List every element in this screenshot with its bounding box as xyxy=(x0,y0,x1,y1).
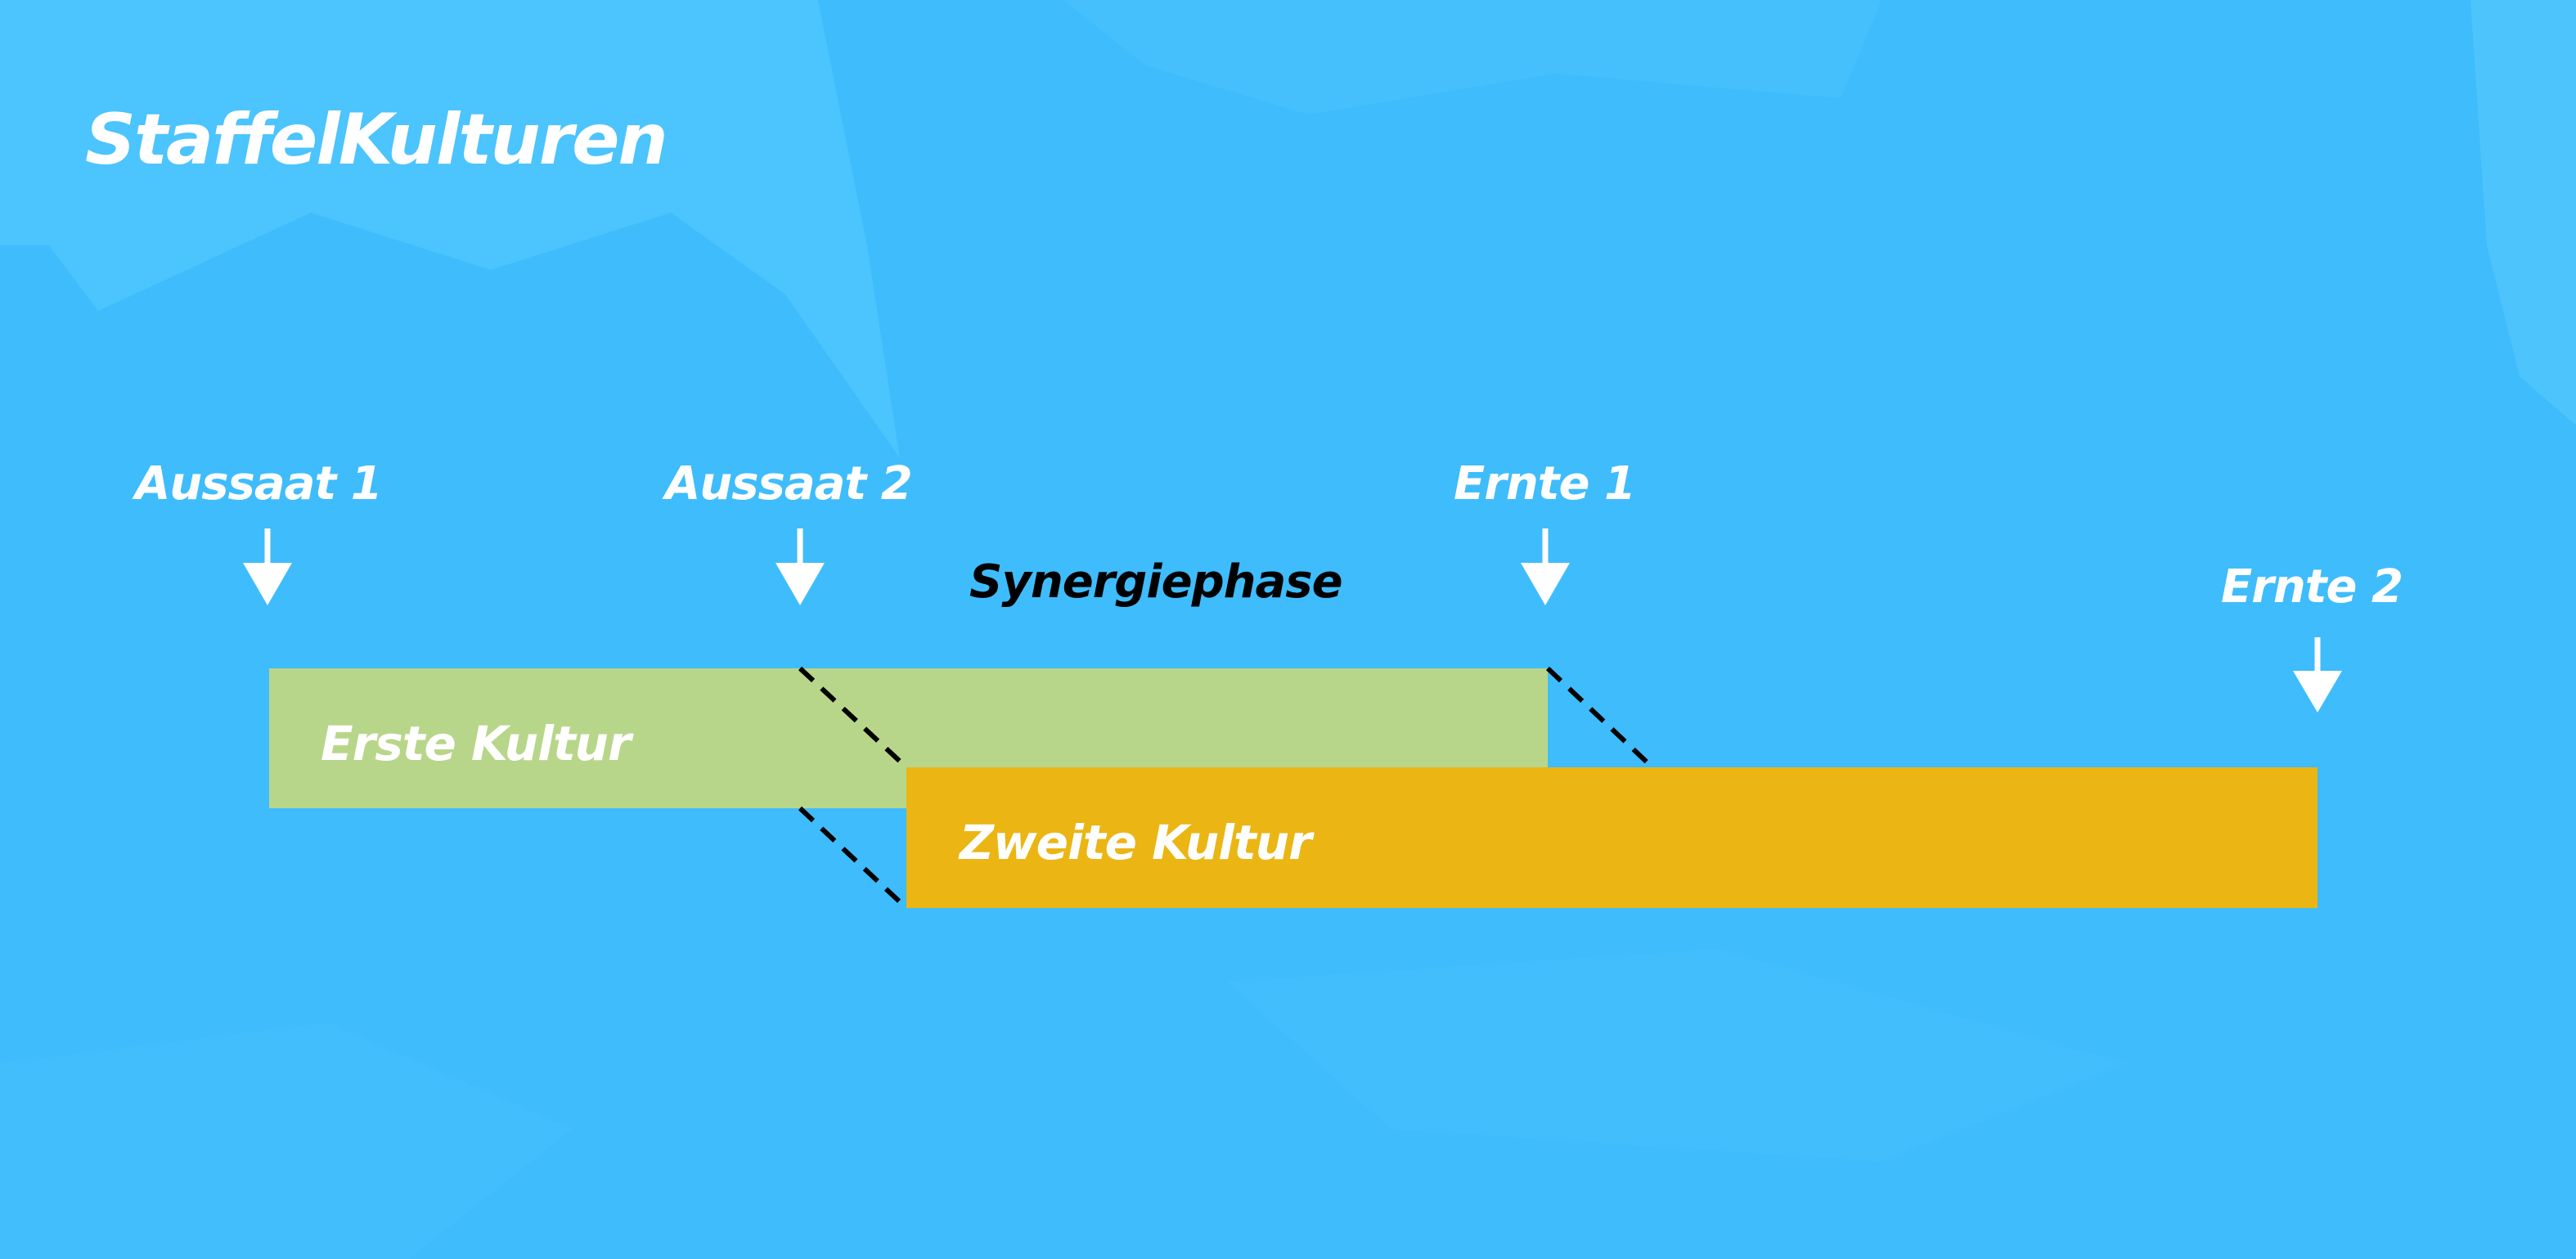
synergy-dash-line xyxy=(798,666,909,770)
page-title: StaffelKulturen xyxy=(85,99,668,181)
label-aussaat-2: Aussaat 2 xyxy=(665,457,913,510)
second-crop-bar: Zweite Kultur xyxy=(906,767,2318,908)
synergy-dash-line xyxy=(1545,666,1655,770)
arrow-down-icon xyxy=(775,528,825,605)
synergy-dash-line xyxy=(798,806,909,911)
second-crop-label: Zweite Kultur xyxy=(960,815,1312,870)
arrow-down-icon xyxy=(2293,637,2342,713)
synergy-phase-label: Synergiephase xyxy=(969,555,1343,609)
label-ernte-2: Ernte 2 xyxy=(2221,560,2403,614)
label-ernte-1: Ernte 1 xyxy=(1454,457,1636,510)
arrow-down-icon xyxy=(1521,528,1570,605)
label-aussaat-1: Aussaat 1 xyxy=(135,457,383,510)
first-crop-label: Erste Kultur xyxy=(321,716,632,771)
arrow-down-icon xyxy=(243,528,292,605)
